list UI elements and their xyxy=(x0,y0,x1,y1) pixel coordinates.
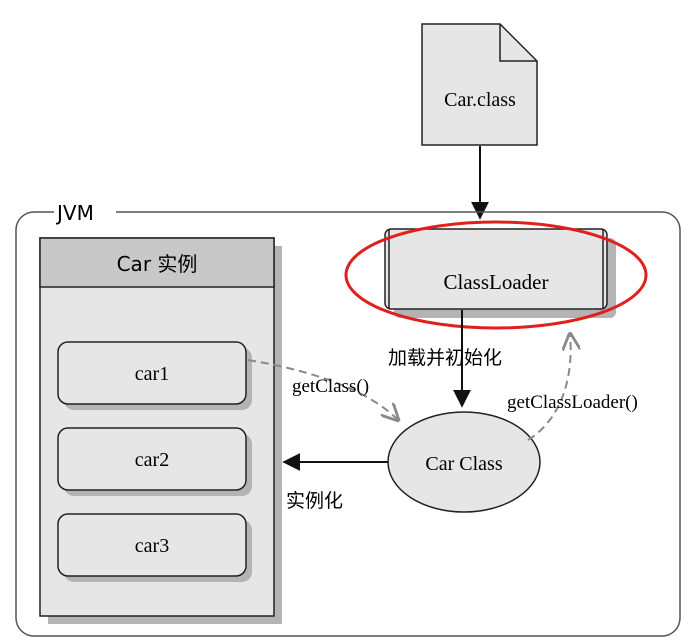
getclassloader-label: getClassLoader() xyxy=(507,392,638,413)
car-class-file-node: Car.class xyxy=(421,23,538,146)
getclass-label: getClass() xyxy=(292,376,369,397)
load-init-label: 加载并初始化 xyxy=(388,347,502,369)
instance-car2-label: car2 xyxy=(135,449,169,471)
car-class-label: Car Class xyxy=(425,453,502,475)
instance-car1-label: car1 xyxy=(135,363,169,385)
instance-car2: car2 xyxy=(57,427,252,496)
instantiate-label: 实例化 xyxy=(286,490,343,512)
instance-car3-label: car3 xyxy=(135,535,169,557)
car-class-file-label: Car.class xyxy=(444,89,516,111)
classloader-highlight-ellipse xyxy=(344,220,648,330)
getclass-dashed-arrow xyxy=(247,359,398,420)
jvm-label: JVM xyxy=(55,201,94,225)
getclassloader-dashed-arrow xyxy=(527,334,571,441)
classloader-node: ClassLoader xyxy=(384,228,616,318)
instance-car3: car3 xyxy=(57,513,252,582)
car-instances-title: Car 实例 xyxy=(117,252,198,276)
car-class-node: Car Class xyxy=(387,411,541,513)
instance-car1: car1 xyxy=(57,341,252,410)
classloader-label: ClassLoader xyxy=(444,270,549,294)
jvm-container: JVM xyxy=(15,198,681,637)
